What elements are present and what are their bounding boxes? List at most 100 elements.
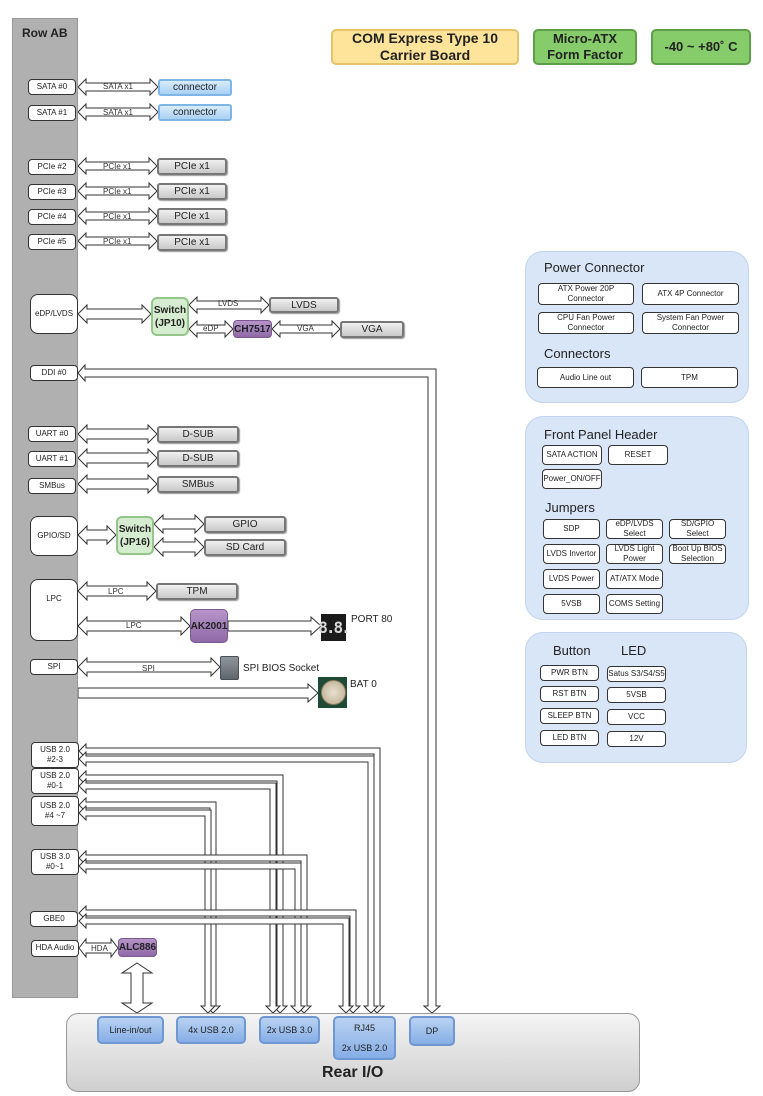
sdcard-arrow (153, 536, 205, 558)
led-12v: 12V (607, 731, 666, 747)
pcie-slot-4: PCIe x1 (157, 208, 227, 225)
gpio-connector: GPIO (204, 516, 286, 533)
pin-uart-1: UART #1 (28, 451, 76, 467)
sata-connector-1: connector (158, 104, 232, 121)
smbus-arrow (77, 473, 158, 495)
row-ab-title: Row AB (22, 26, 68, 40)
form-factor-badge: Micro-ATX Form Factor (533, 29, 637, 65)
link-label-lvds: LVDS (218, 299, 239, 308)
smbus-connector: SMBus (157, 476, 239, 493)
pin-spi: SPI (30, 659, 78, 675)
atx-4p-connector: ATX 4P Connector (642, 283, 739, 305)
system-fan-power-connector: System Fan Power Connector (642, 312, 739, 334)
port80-label: PORT 80 (351, 614, 393, 625)
rear-port-rj45-usb20: RJ45 2x USB 2.0 (333, 1016, 396, 1060)
row-ab-connector-bar (12, 18, 78, 998)
pin-edp-lvds: eDP/LVDS (30, 294, 78, 334)
tpm-header: TPM (641, 367, 738, 388)
led-btn: LED BTN (540, 730, 599, 746)
pin-usb20-4-7: USB 2.0 #4 ~7 (31, 796, 79, 826)
pin-usb30-0-1: USB 3.0 #0~1 (31, 849, 79, 875)
sleep-btn: SLEEP BTN (540, 708, 599, 724)
link-label-lpc-tpm: LPC (108, 587, 124, 596)
link-label-sata1: SATA x1 (103, 108, 133, 117)
led-status-s3-s4-s5: Satus S3/S4/S5 (607, 666, 666, 682)
pin-pcie-5: PCIe #5 (28, 234, 76, 250)
usb23-wire-b (78, 750, 380, 1014)
usb47-wire (78, 796, 222, 1014)
gpio-arrow (153, 513, 205, 535)
bat-arrow (77, 682, 319, 704)
pin-gpio-sd: GPIO/SD (30, 516, 78, 556)
jumper-sdp: SDP (543, 519, 600, 539)
line-in-out-arrow (120, 962, 154, 1014)
jumper-edp-lvds-select: eDP/LVDS Select (606, 519, 663, 539)
jumper-boot-up-bios-selection: Boot Up BIOS Selection (669, 544, 726, 564)
pin-ddi-0: DDI #0 (30, 365, 78, 381)
board-title-badge: COM Express Type 10 Carrier Board (331, 29, 519, 65)
link-label-spi: SPI (142, 664, 155, 673)
uart1-arrow (77, 447, 158, 469)
pin-uart-0: UART #0 (28, 426, 76, 442)
front-panel-header-title: Front Panel Header (544, 427, 658, 442)
pin-usb20-2-3: USB 2.0 #2-3 (31, 742, 79, 768)
link-label-lpc-ak: LPC (126, 621, 142, 630)
sd-card-connector: SD Card (204, 539, 286, 556)
rear-io-title: Rear I/O (322, 1064, 384, 1081)
jumper-5vsb: 5VSB (543, 594, 600, 614)
dsub-connector-1: D-SUB (157, 450, 239, 467)
jumper-sd-gpio-select: SD/GPIO Select (669, 519, 726, 539)
pin-usb20-0-1: USB 2.0 #0-1 (31, 768, 79, 794)
pcie-slot-2: PCIe x1 (157, 158, 227, 175)
rst-btn: RST BTN (540, 686, 599, 702)
spi-bios-socket-icon (220, 656, 239, 680)
button-title: Button (553, 643, 591, 658)
rear-port-2x-usb30: 2x USB 3.0 (259, 1016, 320, 1044)
ak2001-chip: AK2001 (190, 609, 228, 643)
temperature-badge: -40 ~ +80˚ C (651, 29, 751, 65)
rear-port-4x-usb20: 4x USB 2.0 (176, 1016, 246, 1044)
cpu-fan-power-connector: CPU Fan Power Connector (538, 312, 634, 334)
led-title: LED (621, 643, 647, 658)
link-label-pcie3: PCIe x1 (103, 187, 132, 196)
pin-smbus: SMBus (28, 478, 76, 494)
gpio-sd-arrow (77, 524, 117, 546)
rear-port-line-in-out: Line-in/out (97, 1016, 164, 1044)
spi-bios-socket-label: SPI BIOS Socket (243, 663, 320, 674)
jumper-at-atx-mode: AT/ATX Mode (606, 569, 663, 589)
pin-gbe0: GBE0 (30, 911, 78, 927)
lvds-connector: LVDS (269, 297, 339, 313)
jumper-coms-setting: COMS Setting (606, 594, 663, 614)
sata-connector-0: connector (158, 79, 232, 96)
port80-seven-segment-icon: 8.8. (318, 614, 351, 641)
led-vcc: VCC (607, 709, 666, 725)
power-connector-title: Power Connector (544, 260, 645, 275)
connectors-title: Connectors (544, 346, 611, 361)
alc886-chip: ALC886 (118, 938, 157, 957)
tpm-connector: TPM (156, 583, 238, 600)
ch7517-chip: CH7517 (233, 320, 272, 338)
pin-hda-audio: HDA Audio (31, 940, 79, 957)
sata-action-header: SATA ACTION (542, 445, 602, 465)
link-label-pcie5: PCIe x1 (103, 237, 132, 246)
pin-pcie-2: PCIe #2 (28, 159, 76, 175)
link-label-edp: eDP (203, 324, 219, 333)
pcie-slot-5: PCIe x1 (157, 234, 227, 251)
bat0-label: BAT 0 (350, 679, 377, 690)
jumpers-title: Jumpers (545, 500, 595, 515)
battery-icon (318, 677, 347, 708)
link-label-hda: HDA (91, 944, 108, 953)
pin-lpc: LPC (30, 579, 78, 641)
jumper-lvds-light-power: LVDS Light Power (606, 544, 663, 564)
pcie-slot-3: PCIe x1 (157, 183, 227, 200)
link-label-pcie2: PCIe x1 (103, 162, 132, 171)
vga-connector: VGA (340, 321, 404, 338)
rear-port-dp: DP (409, 1016, 455, 1046)
link-label-vga: VGA (297, 324, 314, 333)
pwr-btn: PWR BTN (540, 665, 599, 681)
pin-pcie-4: PCIe #4 (28, 209, 76, 225)
pin-sata-0: SATA #0 (28, 79, 76, 95)
pin-pcie-3: PCIe #3 (28, 184, 76, 200)
rear-port-rj45-label: RJ45 (353, 1023, 375, 1033)
